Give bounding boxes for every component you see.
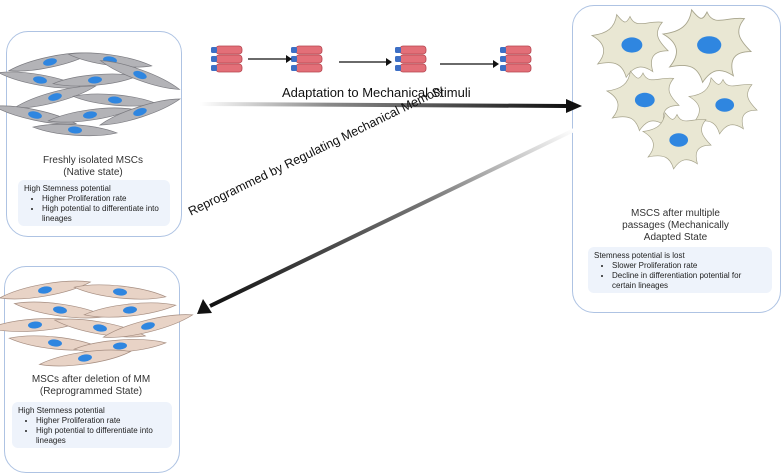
reprogrammed-caption: MSCs after deletion of MM (Reprogrammed … [31, 374, 151, 397]
adaptation-arrow [199, 99, 582, 113]
native-bullet: Higher Proliferation rate [42, 194, 164, 204]
adaptation-label: Adaptation to Mechanical Stimuli [282, 85, 471, 100]
reprogrammed-heading: High Stemness potential [18, 406, 105, 415]
reprogrammed-bullet: High potential to differentiate into lin… [36, 426, 166, 446]
native-caption: Freshly isolated MSCs (Native state) [42, 155, 144, 178]
reprogrammed-bullet: Higher Proliferation rate [36, 416, 166, 426]
native-bullet: High potential to differentiate into lin… [42, 204, 164, 224]
reprogrammed-cell-cluster [0, 275, 195, 371]
native-cell-cluster [0, 47, 183, 139]
reprogramming-arrow [197, 128, 575, 314]
native-heading: High Stemness potential [24, 184, 111, 193]
adapted-caption: MSCS after multiple passages (Mechanical… [622, 208, 729, 243]
native-properties-box: High Stemness potential Higher Prolifera… [18, 180, 170, 226]
adapted-bullet: Slower Proliferation rate [612, 261, 766, 271]
culture-flasks [210, 45, 532, 73]
adapted-bullet: Decline in differentiation potential for… [612, 271, 766, 291]
adapted-cell-cluster [591, 9, 758, 170]
adapted-properties-box: Stemness potential is lost Slower Prolif… [588, 247, 772, 293]
adapted-heading: Stemness potential is lost [594, 251, 685, 260]
reprogrammed-properties-box: High Stemness potential Higher Prolifera… [12, 402, 172, 448]
